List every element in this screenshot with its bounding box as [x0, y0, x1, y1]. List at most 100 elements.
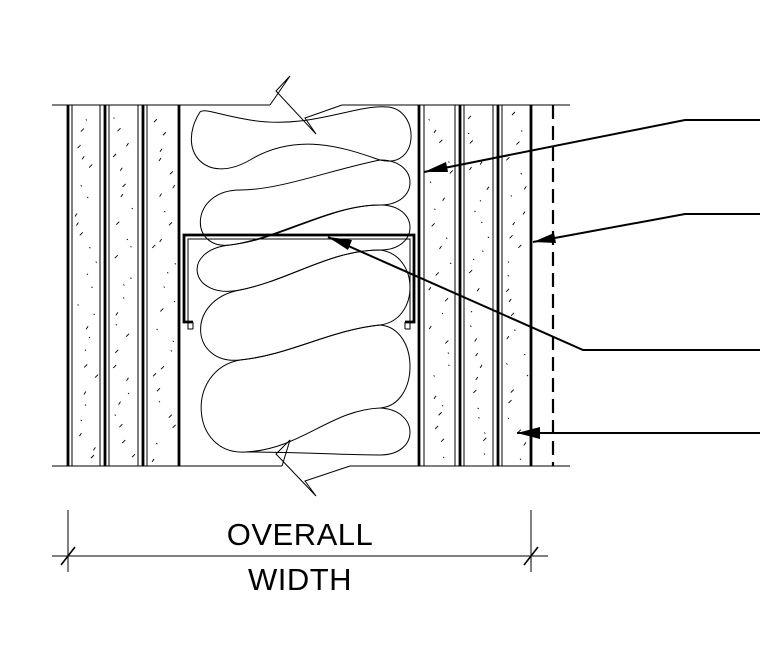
right-gypsum-layers — [417, 105, 533, 466]
hatch-mark — [118, 401, 121, 405]
hatch-mark — [441, 405, 444, 407]
hatch-mark — [506, 156, 510, 161]
hatch-mark — [433, 129, 437, 134]
hatch-mark — [114, 414, 117, 416]
hatch-mark — [76, 222, 79, 226]
hatch-mark — [160, 365, 165, 370]
leader-1 — [423, 119, 760, 173]
hatch-mark — [170, 350, 173, 352]
hatch-mark — [131, 453, 136, 458]
hatch-mark — [151, 458, 155, 463]
hatch-mark — [112, 153, 117, 158]
break-line-top — [269, 75, 343, 135]
leader-4 — [517, 427, 760, 439]
hatch-mark — [115, 221, 120, 225]
left-gypsum-layers — [66, 105, 181, 466]
hatch-mark — [126, 377, 129, 381]
hatch-mark — [158, 400, 161, 403]
hatch-mark — [85, 325, 89, 330]
hatch-mark — [119, 423, 123, 428]
hatch-mark — [467, 115, 472, 120]
hatch-mark — [94, 374, 99, 378]
hatch-mark — [74, 213, 78, 217]
hatch-mark — [522, 211, 526, 215]
hatch-mark — [168, 221, 173, 226]
hatch-mark — [117, 127, 121, 132]
hatch-mark — [473, 389, 477, 394]
hatch-mark — [115, 323, 118, 326]
hatch-mark — [84, 349, 87, 352]
hatch-mark — [449, 262, 452, 265]
hatch-mark — [481, 250, 484, 252]
hatch-mark — [469, 166, 472, 171]
hatch-mark — [151, 244, 156, 249]
hatch-mark — [125, 333, 130, 338]
hatch-mark — [514, 329, 516, 332]
hatch-mark — [474, 210, 476, 213]
hatch-mark — [153, 118, 158, 123]
hatch-mark — [79, 432, 82, 437]
hatch-mark — [162, 131, 167, 136]
hatch-mark — [92, 447, 96, 451]
hatch-mark — [77, 144, 81, 149]
hatch-mark — [520, 130, 523, 132]
hatch-mark — [433, 375, 435, 377]
hatch-mark — [172, 340, 175, 343]
hatch-mark — [448, 364, 450, 367]
hatch-mark — [477, 407, 479, 410]
hatch-mark — [428, 325, 432, 330]
hatch-mark — [164, 210, 166, 213]
hatch-mark — [429, 181, 432, 184]
hatch-mark — [95, 261, 98, 263]
hatch-mark — [523, 442, 527, 446]
hatch-mark — [158, 157, 162, 162]
hatch-mark — [127, 392, 130, 395]
hatch-mark — [163, 286, 165, 288]
hatch-mark — [439, 245, 442, 250]
hatch-mark — [479, 199, 482, 202]
hatch-mark — [168, 414, 173, 418]
hatch-mark — [506, 363, 508, 365]
hatch-mark — [484, 432, 486, 434]
hatch-mark — [169, 171, 174, 175]
steel-stud — [182, 233, 416, 330]
hatch-mark — [439, 139, 443, 144]
hatch-mark — [88, 336, 91, 339]
hatch-mark — [507, 274, 510, 277]
hatch-mark — [112, 364, 117, 369]
hatch-mark — [91, 286, 93, 289]
hatch-mark — [114, 254, 119, 259]
hatch-mark — [470, 325, 472, 327]
hatch-mark — [475, 352, 479, 357]
hatch-mark — [483, 453, 486, 455]
hatch-mark — [172, 424, 176, 429]
hatch-mark — [173, 300, 176, 303]
hatch-mark — [479, 161, 483, 165]
hatch-mark — [126, 142, 129, 147]
hatch-mark — [121, 439, 126, 444]
hatch-mark — [510, 389, 515, 393]
hatch-mark — [93, 313, 96, 316]
hatch-mark — [441, 312, 444, 315]
hatch-mark — [156, 442, 158, 445]
hatch-mark — [433, 395, 437, 400]
gypsum-hatch — [74, 111, 529, 463]
hatch-mark — [512, 221, 516, 226]
hatch-mark — [487, 236, 490, 239]
hatch-mark — [445, 237, 448, 239]
hatch-mark — [507, 417, 510, 420]
hatch-mark — [431, 223, 435, 227]
hatch-mark — [428, 118, 430, 121]
hatch-mark — [80, 419, 83, 422]
hatch-mark — [520, 172, 523, 175]
hatch-mark — [506, 335, 510, 340]
hatch-mark — [88, 164, 93, 168]
hatch-mark — [469, 140, 474, 144]
hatch-mark — [505, 288, 510, 293]
hatch-mark — [122, 183, 126, 188]
hatch-mark — [159, 193, 162, 197]
hatch-mark — [119, 167, 123, 171]
hatch-mark — [468, 269, 473, 274]
hatch-mark — [83, 364, 88, 368]
